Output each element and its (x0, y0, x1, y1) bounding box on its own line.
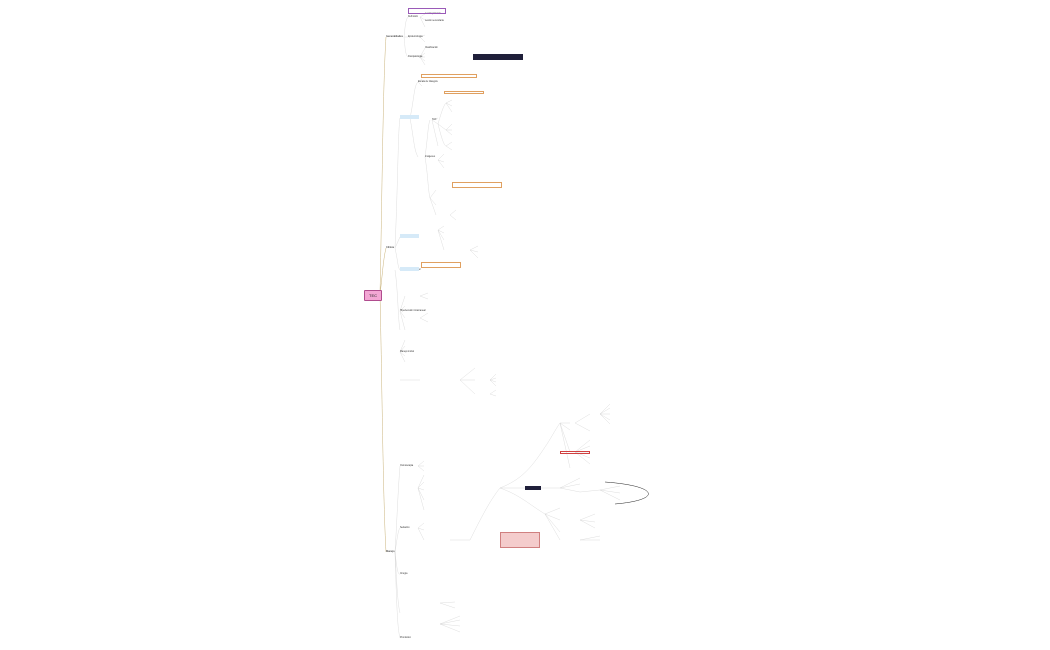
node-pronostico[interactable]: Pronóstico (400, 637, 411, 639)
note-orange-box-4 (421, 262, 461, 268)
highlight-blue-2 (400, 234, 419, 238)
node-glasgow[interactable]: Escala de Glasgow (418, 81, 438, 83)
note-dark-box-2 (525, 486, 541, 490)
node-tac[interactable]: TAC (432, 119, 437, 121)
highlight-blue-3 (400, 267, 419, 271)
node-cirugia[interactable]: Cirugía (400, 573, 408, 575)
node-clasificacion[interactable]: Clasificación (425, 47, 438, 49)
node-sedacion[interactable]: Sedación (400, 527, 410, 529)
note-red-box (560, 451, 590, 455)
node-hipertension-ic[interactable]: Hipertensión intracraneal (400, 310, 426, 312)
node-lesion-primaria[interactable]: Lesión primaria (425, 13, 441, 15)
note-orange-box-1 (421, 74, 477, 78)
note-orange-box-2 (444, 91, 484, 95)
node-manejo-inicial[interactable]: Manejo inicial (400, 351, 414, 353)
bracket-curve (604, 481, 649, 505)
highlight-blue-1 (400, 115, 419, 119)
note-dark-box (473, 54, 523, 60)
root-node[interactable]: TEC (364, 290, 382, 301)
node-imagenes[interactable]: Imágenes (425, 156, 436, 158)
node-fisiopatologia[interactable]: Fisiopatología (408, 56, 423, 58)
branch-generalidades[interactable]: Generalidades (386, 35, 403, 38)
note-pink-box (500, 532, 540, 548)
note-orange-box-3 (452, 182, 502, 188)
node-epidemiologia[interactable]: Epidemiología (408, 36, 423, 38)
node-definicion[interactable]: Definición (408, 16, 419, 18)
node-lesion-secundaria[interactable]: Lesión secundaria (425, 20, 444, 22)
note-purple-box (408, 8, 446, 14)
node-osmoterapia[interactable]: Osmoterapia (400, 465, 414, 467)
branch-manejo[interactable]: Manejo (386, 550, 395, 553)
branch-clinica[interactable]: Clínica (386, 246, 394, 249)
